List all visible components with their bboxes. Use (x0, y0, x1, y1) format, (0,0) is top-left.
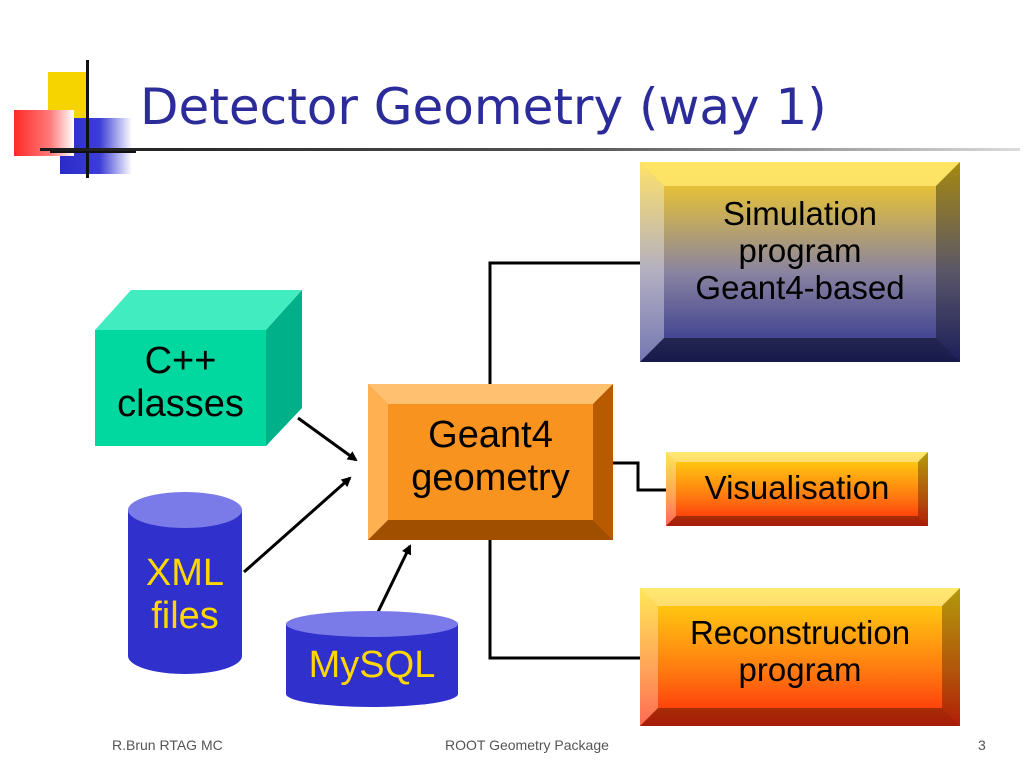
simulation-line3: Geant4-based (695, 268, 905, 306)
geant4-line2: geometry (411, 456, 570, 499)
logo-vertical-line (86, 60, 89, 178)
connector-to-simulation (488, 261, 640, 384)
reconstruction-program-box (640, 588, 960, 726)
arrow-xml-to-geometry (243, 476, 352, 574)
mysql-cylinder (286, 611, 458, 707)
simulation-line1: Simulation (722, 195, 878, 232)
reconstruction-line1: Reconstruction (689, 614, 911, 651)
xml-files-cylinder (128, 492, 242, 674)
arrows (243, 416, 412, 613)
arrow-cpp-to-geometry (297, 416, 358, 462)
reconstruction-line2: program (738, 650, 862, 688)
simulation-program-box (640, 162, 960, 362)
footer-title: ROOT Geometry Package (445, 737, 609, 753)
xml-files-label: XML files (128, 552, 242, 637)
xml-line1: XML (145, 552, 225, 594)
geant4-geometry-label: Geant4 geometry (368, 414, 613, 499)
cpp-classes-cube (95, 290, 302, 446)
simulation-line2: program (738, 231, 862, 269)
xml-line2: files (151, 594, 219, 637)
mysql-label: MySQL (308, 644, 436, 686)
cpp-classes-label: C++ classes (95, 340, 266, 425)
arrow-mysql-to-geometry (376, 544, 412, 613)
geant4-geometry-box (368, 384, 613, 540)
reconstruction-program-label: Reconstruction program (640, 614, 960, 689)
geant4-line1: Geant4 (428, 414, 553, 456)
cpp-line1: C++ (144, 340, 217, 382)
visualisation-label: Visualisation (704, 469, 890, 506)
connector-lines (488, 261, 666, 660)
simulation-program-label: Simulation program Geant4-based (640, 195, 960, 307)
slide-title: Detector Geometry (way 1) (140, 78, 827, 136)
footer-page-number: 3 (978, 737, 986, 753)
title-underline (40, 148, 1020, 151)
connector-to-visualisation (613, 461, 666, 492)
visualisation-box (666, 452, 928, 526)
connector-to-reconstruction (488, 540, 640, 660)
footer-author: R.Brun RTAG MC (112, 737, 223, 753)
cpp-line2: classes (117, 382, 244, 425)
logo-horizontal-line (50, 150, 136, 153)
